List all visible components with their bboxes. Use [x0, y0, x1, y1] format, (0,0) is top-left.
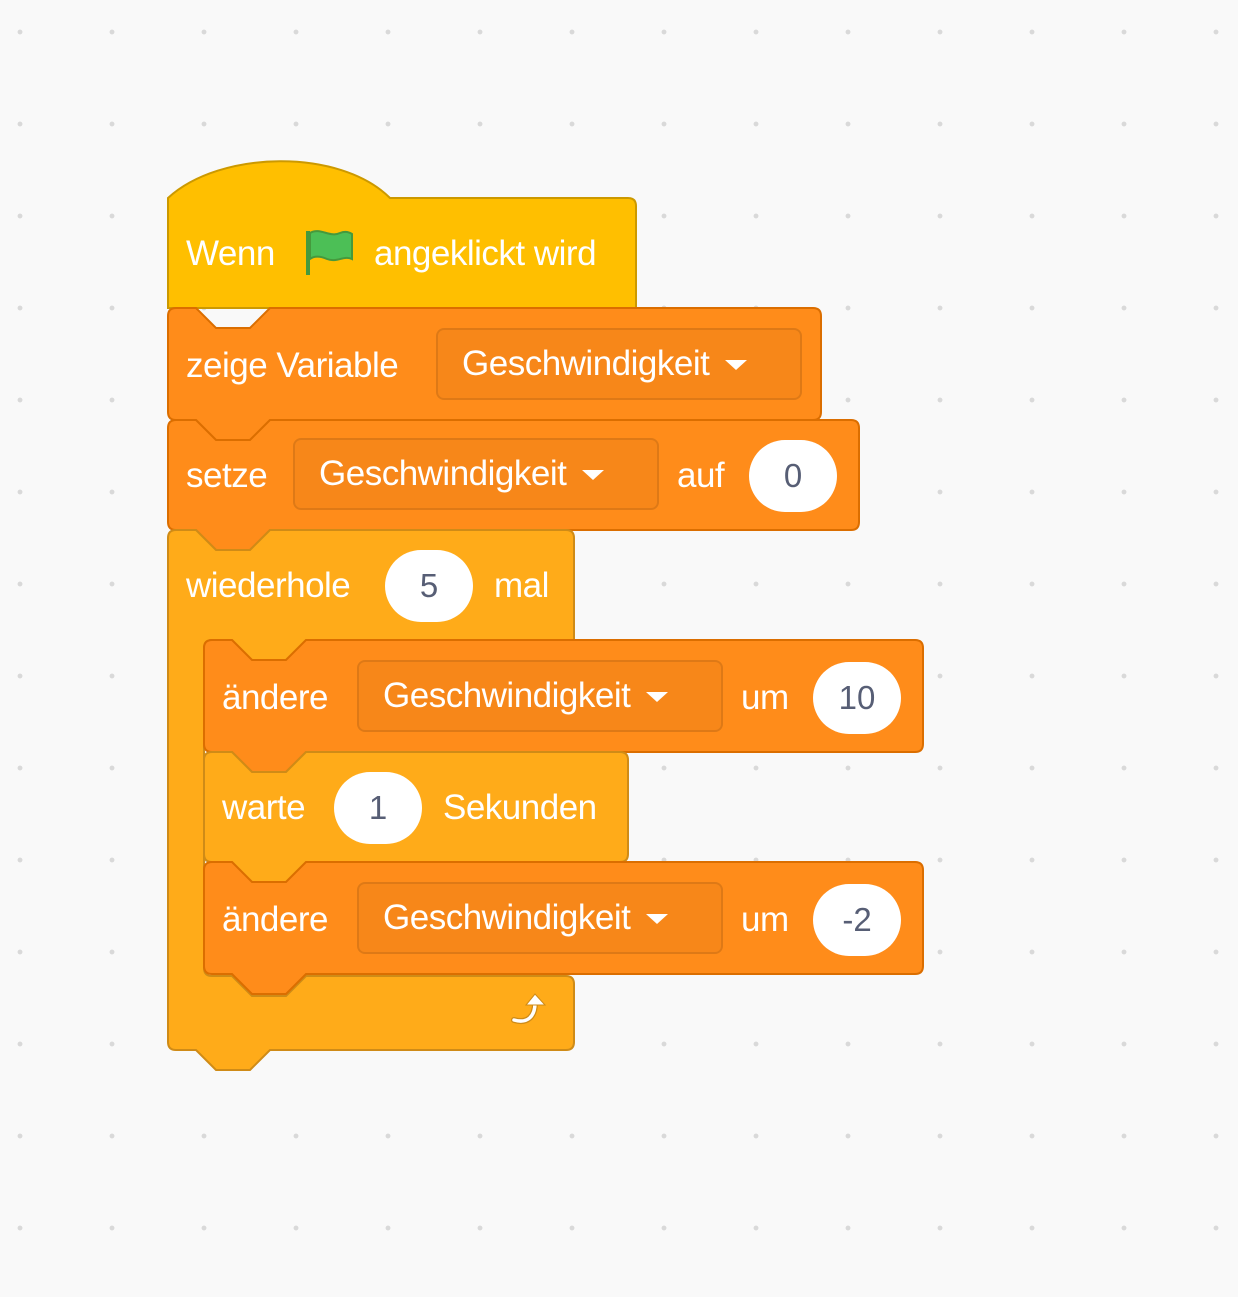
loop-arrow-icon: [511, 993, 547, 1024]
hat-block-shape[interactable]: [167, 160, 637, 309]
chevron-down-icon: [646, 692, 669, 702]
by-label: um: [741, 678, 789, 717]
chevron-down-icon: [725, 360, 748, 370]
chevron-down-icon: [646, 914, 669, 924]
variable-dropdown[interactable]: Geschwindigkeit: [293, 438, 659, 510]
variable-dropdown[interactable]: Geschwindigkeit: [357, 882, 723, 954]
repeat-label: wiederhole: [186, 566, 351, 605]
variable-dropdown-value: Geschwindigkeit: [462, 344, 710, 383]
set-value-input[interactable]: 0: [749, 440, 837, 512]
wait-label: warte: [222, 788, 306, 827]
change-variable-block-shape[interactable]: [203, 639, 924, 773]
green-flag-icon: [306, 230, 353, 275]
change-value-input[interactable]: -2: [813, 884, 901, 956]
by-label: um: [741, 900, 789, 939]
variable-dropdown[interactable]: Geschwindigkeit: [357, 660, 723, 732]
variable-dropdown[interactable]: Geschwindigkeit: [436, 328, 802, 400]
set-label: setze: [186, 456, 268, 495]
when-label: Wenn: [186, 234, 275, 273]
times-label: mal: [494, 566, 549, 605]
change-label: ändere: [222, 900, 328, 939]
to-label: auf: [677, 456, 725, 495]
clicked-label: angeklickt wird: [374, 234, 597, 273]
variable-dropdown-value: Geschwindigkeit: [383, 676, 631, 715]
show-variable-label: zeige Variable: [186, 346, 399, 385]
variable-dropdown-value: Geschwindigkeit: [319, 454, 567, 493]
seconds-label: Sekunden: [443, 788, 597, 827]
change-variable-block-shape[interactable]: [203, 861, 924, 995]
wait-value-input[interactable]: 1: [334, 772, 422, 844]
chevron-down-icon: [582, 470, 605, 480]
repeat-count-input[interactable]: 5: [385, 550, 473, 622]
change-value-input[interactable]: 10: [813, 662, 901, 734]
set-variable-block-shape[interactable]: [167, 419, 860, 551]
change-label: ändere: [222, 678, 328, 717]
variable-dropdown-value: Geschwindigkeit: [383, 898, 631, 937]
